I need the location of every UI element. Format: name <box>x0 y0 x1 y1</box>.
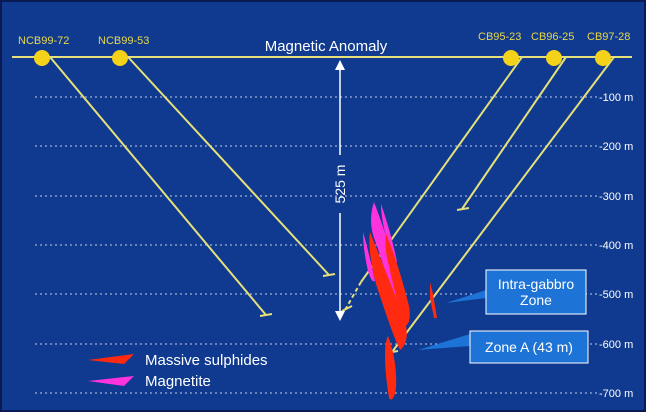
span-arrowhead-bottom <box>335 311 345 321</box>
depth-gridlines <box>35 96 598 394</box>
legend-label-massive-sulphides: Massive sulphides <box>145 352 268 369</box>
drillhole-end-tick <box>259 313 273 317</box>
collar-ncb99-53 <box>112 50 128 66</box>
legend-swatch-magnetite <box>88 376 134 386</box>
legend-swatch-massive-sulphides <box>88 354 134 364</box>
depth-label: -100 m <box>599 92 633 104</box>
depth-span-label: 525 m <box>332 165 348 204</box>
callout-box <box>469 330 589 364</box>
drillhole-label: NCB99-53 <box>98 35 149 47</box>
massive-sulphide-lens <box>385 336 397 400</box>
callout-intra-gabbro: Intra-gabbro Zone <box>446 269 587 315</box>
collar-cb96-25 <box>546 50 562 66</box>
legend-label-magnetite: Magnetite <box>145 373 211 390</box>
collar-cb97-28 <box>595 50 611 66</box>
collar-cb95-23 <box>503 50 519 66</box>
callout-zone-a: Zone A (43 m) <box>418 330 589 364</box>
drillhole-label: CB97-28 <box>587 31 630 43</box>
magnetite-lens <box>363 232 375 282</box>
massive-sulphide-lens <box>369 232 407 350</box>
drillhole-trace-ncb99-53 <box>127 56 330 276</box>
depth-span-arrow <box>335 60 345 321</box>
drillhole-trace-cb97-28 <box>391 56 615 353</box>
massive-sulphide-lens <box>385 234 410 326</box>
depth-label: -600 m <box>599 339 633 351</box>
callout-text: Intra-gabbro <box>498 276 574 292</box>
depth-label: -200 m <box>599 141 633 153</box>
callout-text: Zone <box>520 292 552 308</box>
depth-label: -500 m <box>599 289 633 301</box>
drillhole-end-tick <box>322 273 336 277</box>
drillhole-label: CB95-23 <box>478 31 521 43</box>
drillhole-end-tick <box>456 207 470 211</box>
callout-text: Zone A (43 m) <box>485 339 573 355</box>
legend: Massive sulphides Magnetite <box>88 352 268 390</box>
span-arrowhead-top <box>335 60 345 70</box>
collar-ncb99-72 <box>34 50 50 66</box>
ore-bodies <box>363 202 437 400</box>
magnetic-anomaly-label: Magnetic Anomaly <box>265 38 388 55</box>
drillhole-end-tick <box>341 305 353 312</box>
depth-label: -700 m <box>599 388 633 400</box>
magnetite-lens <box>381 204 397 263</box>
callout-pointer <box>446 290 486 303</box>
callout-box <box>485 269 587 315</box>
drillhole-label: CB96-25 <box>531 31 574 43</box>
drillhole-trace-ncb99-72 <box>49 56 267 316</box>
drillhole-labels: NCB99-72 NCB99-53 CB95-23 CB96-25 CB97-2… <box>18 31 630 47</box>
drillhole-trace-cb95-23-dashed <box>344 281 362 311</box>
drillhole-collars <box>34 50 611 66</box>
drillhole-label: NCB99-72 <box>18 35 69 47</box>
intra-gabbro-sulphide <box>430 282 437 318</box>
depth-label: -300 m <box>599 191 633 203</box>
drillhole-trace-cb96-25 <box>461 56 567 210</box>
depth-label: -400 m <box>599 240 633 252</box>
depth-labels: -100 m -200 m -300 m -400 m -500 m -600 … <box>599 92 633 400</box>
callout-pointer <box>418 334 470 350</box>
